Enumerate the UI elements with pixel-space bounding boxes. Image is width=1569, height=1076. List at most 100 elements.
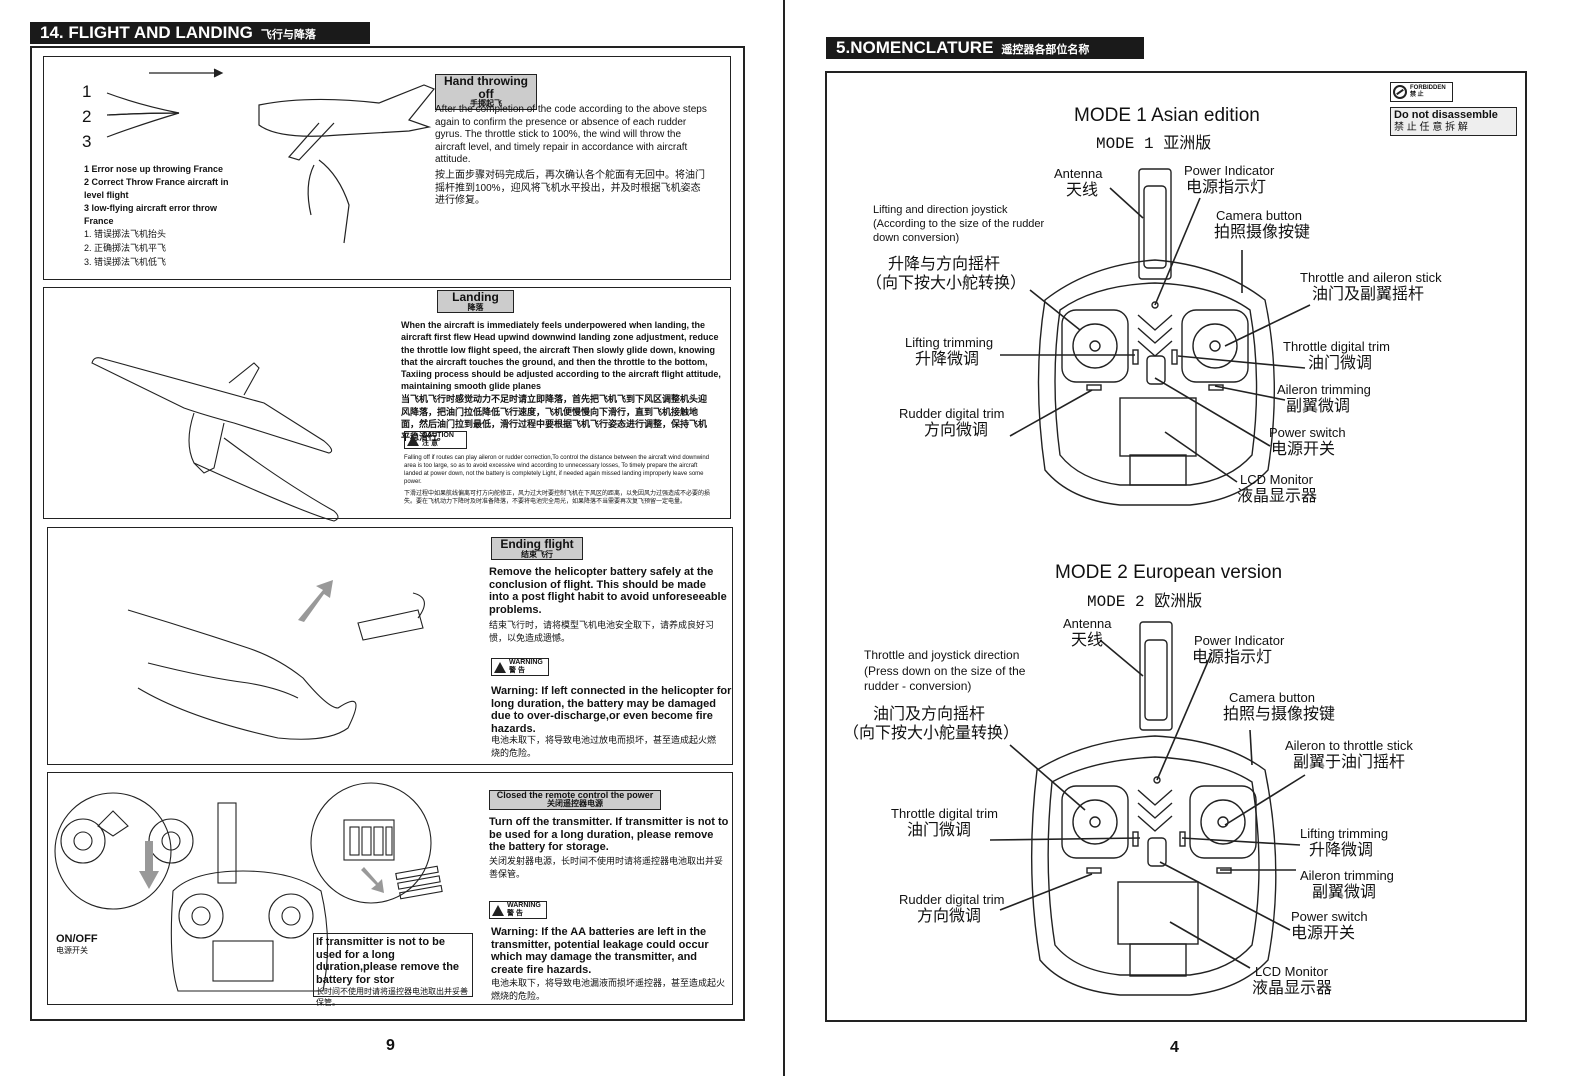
label-cn: 拍照摄像按键 (1214, 224, 1311, 241)
label-cn: 副翼微调 (1312, 884, 1377, 901)
no-entry-icon (1393, 85, 1407, 99)
warning-en: WARNING (509, 659, 543, 666)
label-cn: 天线 (1066, 182, 1099, 199)
label-en: Camera button (1229, 690, 1315, 705)
label-cn: 电源开关 (1271, 441, 1336, 458)
label-en: Power switch (1269, 425, 1346, 440)
legend-item: 3 low-flying aircraft error throw France (84, 203, 218, 226)
battery-compartment-illustration (310, 782, 443, 904)
m2-throttle-trim-label: Throttle digital trim 油门微调 (891, 806, 998, 840)
label-en: Rudder digital trim (899, 892, 1005, 907)
landing-note-cn: 下滑过程中如果航线偏离可打方向舵修正，风力过大时要控制飞机在下风区的距离，以免因… (404, 491, 711, 505)
m2-stick-label: Aileron to throttle stick 副翼于油门摇杆 (1285, 738, 1413, 772)
label-cn: 液晶显示器 (1237, 488, 1318, 505)
warning-cn: 警 告 (507, 910, 523, 917)
label-en: Power Indicator (1194, 633, 1285, 648)
mode2-title-cn: MODE 2 欧洲版 (1087, 593, 1203, 611)
battery-removal-illustration (127, 580, 425, 740)
legend-item: 1 Error nose up throwing France (84, 164, 224, 174)
section-title: 14. FLIGHT AND LANDING (40, 23, 253, 42)
num-3: 3 (82, 132, 92, 151)
num-2: 2 (82, 107, 92, 126)
mode1-title-en: MODE 1 Asian edition (1074, 105, 1260, 126)
m2-aileron-trim-label: Aileron trimming 副翼微调 (1300, 868, 1394, 902)
onoff-en: ON/OFF (56, 933, 98, 945)
m2-power-indicator-label: Power Indicator 电源指示灯 (1192, 633, 1285, 667)
left-page-frame (30, 46, 745, 1021)
label-cn: 副翼微调 (1286, 398, 1351, 415)
label-cn: 液晶显示器 (1252, 980, 1333, 997)
legend-item: 3. 错误掷法飞机低飞 (84, 257, 167, 267)
m2-camera-label: Camera button 拍照与摄像按键 (1223, 690, 1335, 724)
landing-plane-illustration (91, 357, 339, 522)
forbidden-cn: 禁 止 (1410, 92, 1424, 98)
panel-hand-throw: 1 2 3 1 Error nose up throwing France 2 … (43, 56, 731, 280)
power-warning-text-cn: 电池未取下，将导致电池漏液而损坏遥控器，甚至造成起火燃烧的危险。 (491, 978, 726, 1001)
storage-note-en: If transmitter is not to be used for a l… (316, 936, 460, 986)
mode1-title-cn: MODE 1 亚洲版 (1096, 135, 1212, 153)
label-cn-2: （向下按大小舵量转换） (843, 725, 1020, 742)
page-number-left: 9 (386, 1037, 395, 1054)
throw-legend-cn: 1. 错误掷法飞机抬头 2. 正确掷法飞机平飞 3. 错误掷法飞机低飞 (84, 227, 166, 269)
m1-antenna-label: Antenna 天线 (1054, 166, 1102, 200)
section-subtitle: 遥控器各部位名称 (1001, 44, 1090, 56)
label-en: Power switch (1291, 909, 1368, 924)
m2-antenna-label: Antenna 天线 (1063, 616, 1111, 650)
label-cn: 拍照与摄像按键 (1223, 706, 1336, 723)
landing-text-en: When the aircraft is immediately feels u… (401, 320, 721, 392)
m1-joystick-label-cn: 升降与方向摇杆 （向下按大小舵转换） (866, 255, 1026, 293)
forbidden-label: FORBIDDEN (1410, 85, 1446, 91)
throw-numbers: 1 2 3 (82, 79, 91, 154)
label-cn-1: 升降与方向摇杆 (888, 256, 1001, 273)
section-num: 5 (836, 38, 846, 57)
transmitter-closeup-illustration (54, 792, 329, 992)
label-en: Aileron trimming (1300, 868, 1394, 883)
legend-item: 2 Correct Throw France aircraft in level… (84, 177, 229, 200)
m1-power-switch-label: Power switch 电源开关 (1269, 425, 1346, 459)
right-page-frame (825, 71, 1527, 1022)
m1-camera-label: Camera button 拍照摄像按键 (1214, 208, 1310, 242)
m1-lift-trim-label: Lifting trimming 升降微调 (905, 335, 993, 369)
label-en: Antenna (1063, 616, 1112, 631)
label-en: Lifting trimming (905, 335, 994, 350)
label-cn: 副翼于油门摇杆 (1293, 754, 1406, 771)
tag-cn: 手掷起飞 (470, 99, 502, 109)
m1-lcd-label: LCD Monitor 液晶显示器 (1237, 472, 1318, 506)
ending-warning-text-cn: 电池未取下，将导致电池过放电而损坏，甚至造成起火燃烧的危险。 (491, 735, 717, 758)
label-cn: 电源指示灯 (1186, 179, 1267, 196)
label-cn-1: 油门及方向摇杆 (873, 706, 986, 723)
tag-cn: 关闭遥控器电源 (547, 799, 603, 809)
warning-cn: 警 告 (509, 667, 525, 674)
tag-en: Landing (452, 290, 499, 304)
hand-throw-text-cn: 按上面步骤对码完成后，再次确认各个舵面有无回中。将油门摇杆推到100%，迎风将飞… (435, 170, 705, 206)
disassemble-notice: Do not disassemble 禁 止 任 意 拆 解 (1390, 107, 1517, 136)
power-off-text-en: Turn off the transmitter. If transmitter… (489, 816, 729, 853)
m1-power-indicator-label: Power Indicator 电源指示灯 (1184, 163, 1274, 197)
tag-ending: Ending flight 结束飞行 (491, 537, 583, 560)
warning-icon (492, 904, 504, 916)
label-cn: 方向微调 (924, 422, 989, 439)
m1-rudder-trim-label: Rudder digital trim 方向微调 (899, 406, 1005, 440)
section-title: .NOMENCLATURE (845, 38, 994, 57)
m1-stick-label: Throttle and aileron stick 油门及副翼摇杆 (1300, 270, 1442, 304)
m2-joystick-label-en: Throttle and joystick direction (Press d… (864, 648, 1026, 693)
panel-ending: Ending flight 结束飞行 Remove the helicopter… (47, 527, 733, 765)
battery-storage-note: If transmitter is not to be used for a l… (313, 933, 473, 1007)
m2-lift-trim-label: Lifting trimming 升降微调 (1300, 826, 1388, 860)
hand-throw-illustration (106, 68, 435, 244)
label-en: Throttle digital trim (891, 806, 998, 821)
panel-power-off: ON/OFF 电源开关 If transmitter is not to be … (47, 772, 733, 1007)
legend-item: 2. 正确掷法飞机平飞 (84, 243, 167, 253)
label-cn: 油门及副翼摇杆 (1312, 286, 1425, 303)
label-en: Aileron trimming (1277, 382, 1371, 397)
warning-icon (494, 661, 506, 673)
m1-joystick-label-en: Lifting and direction joystick (Accordin… (873, 204, 1045, 244)
num-1: 1 (82, 82, 92, 101)
label-cn: 油门微调 (907, 822, 972, 839)
power-off-text-cn: 关闭发射器电源，长时间不使用时请将遥控器电池取出并妥善保管。 (489, 856, 724, 879)
label-cn: 电源开关 (1291, 925, 1356, 942)
